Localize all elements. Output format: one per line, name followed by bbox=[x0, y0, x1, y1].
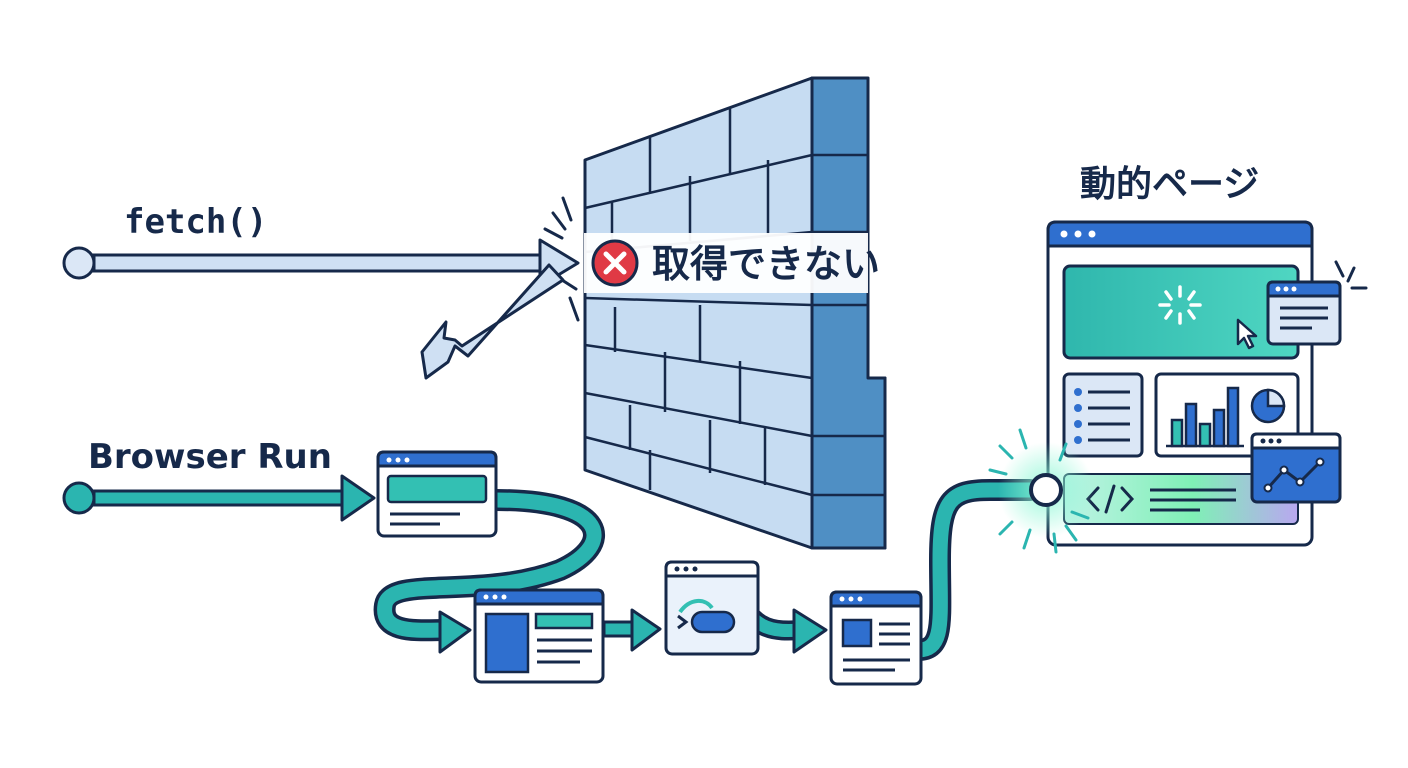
floating-window-line-chart bbox=[1250, 432, 1342, 504]
flow-arrow-head-3 bbox=[792, 608, 828, 654]
fetch-path: fetch() bbox=[62, 202, 580, 380]
browser-run-label: Browser Run bbox=[88, 437, 332, 477]
mouse-cursor-icon bbox=[1236, 318, 1258, 350]
flow-arrow-head-1 bbox=[438, 610, 472, 654]
browser-window-4 bbox=[829, 590, 923, 686]
flow-arrow-head-2 bbox=[630, 608, 662, 652]
list-panel bbox=[1062, 372, 1144, 458]
browser-window-2 bbox=[473, 588, 605, 684]
fetch-label: fetch() bbox=[124, 202, 267, 242]
error-label: 取得できない bbox=[652, 242, 880, 286]
dynamic-page-label: 動的ページ bbox=[1080, 164, 1259, 205]
loading-spinner-icon bbox=[1158, 285, 1202, 325]
floating-window-text bbox=[1266, 260, 1368, 346]
bounce-back-arrow bbox=[420, 263, 565, 380]
flow-pipe bbox=[377, 492, 602, 638]
bar-chart-icon bbox=[1166, 386, 1244, 448]
line-chart-icon bbox=[1263, 457, 1325, 493]
browser-window-3 bbox=[664, 560, 760, 656]
browser-window-1 bbox=[376, 450, 498, 538]
brick-wall bbox=[543, 76, 887, 550]
impact-burst bbox=[543, 196, 580, 322]
flow-pipe-up bbox=[910, 482, 1038, 658]
dynamic-page-window bbox=[1046, 220, 1314, 547]
hero-panel bbox=[1062, 264, 1300, 360]
error-x-icon bbox=[591, 239, 639, 287]
browser-arrow-shaft bbox=[92, 489, 346, 507]
list-rows bbox=[1074, 388, 1130, 444]
fetch-start-node bbox=[62, 246, 96, 280]
pie-chart-icon bbox=[1250, 388, 1286, 424]
browser-arrow-head bbox=[340, 474, 376, 522]
browser-start-node bbox=[62, 481, 96, 515]
fetch-arrow-shaft bbox=[92, 253, 544, 273]
error-callout: 取得できない bbox=[584, 233, 880, 293]
wall-side bbox=[810, 76, 887, 550]
browser-run-path: Browser Run bbox=[62, 437, 1041, 661]
connection-node bbox=[988, 428, 1094, 554]
